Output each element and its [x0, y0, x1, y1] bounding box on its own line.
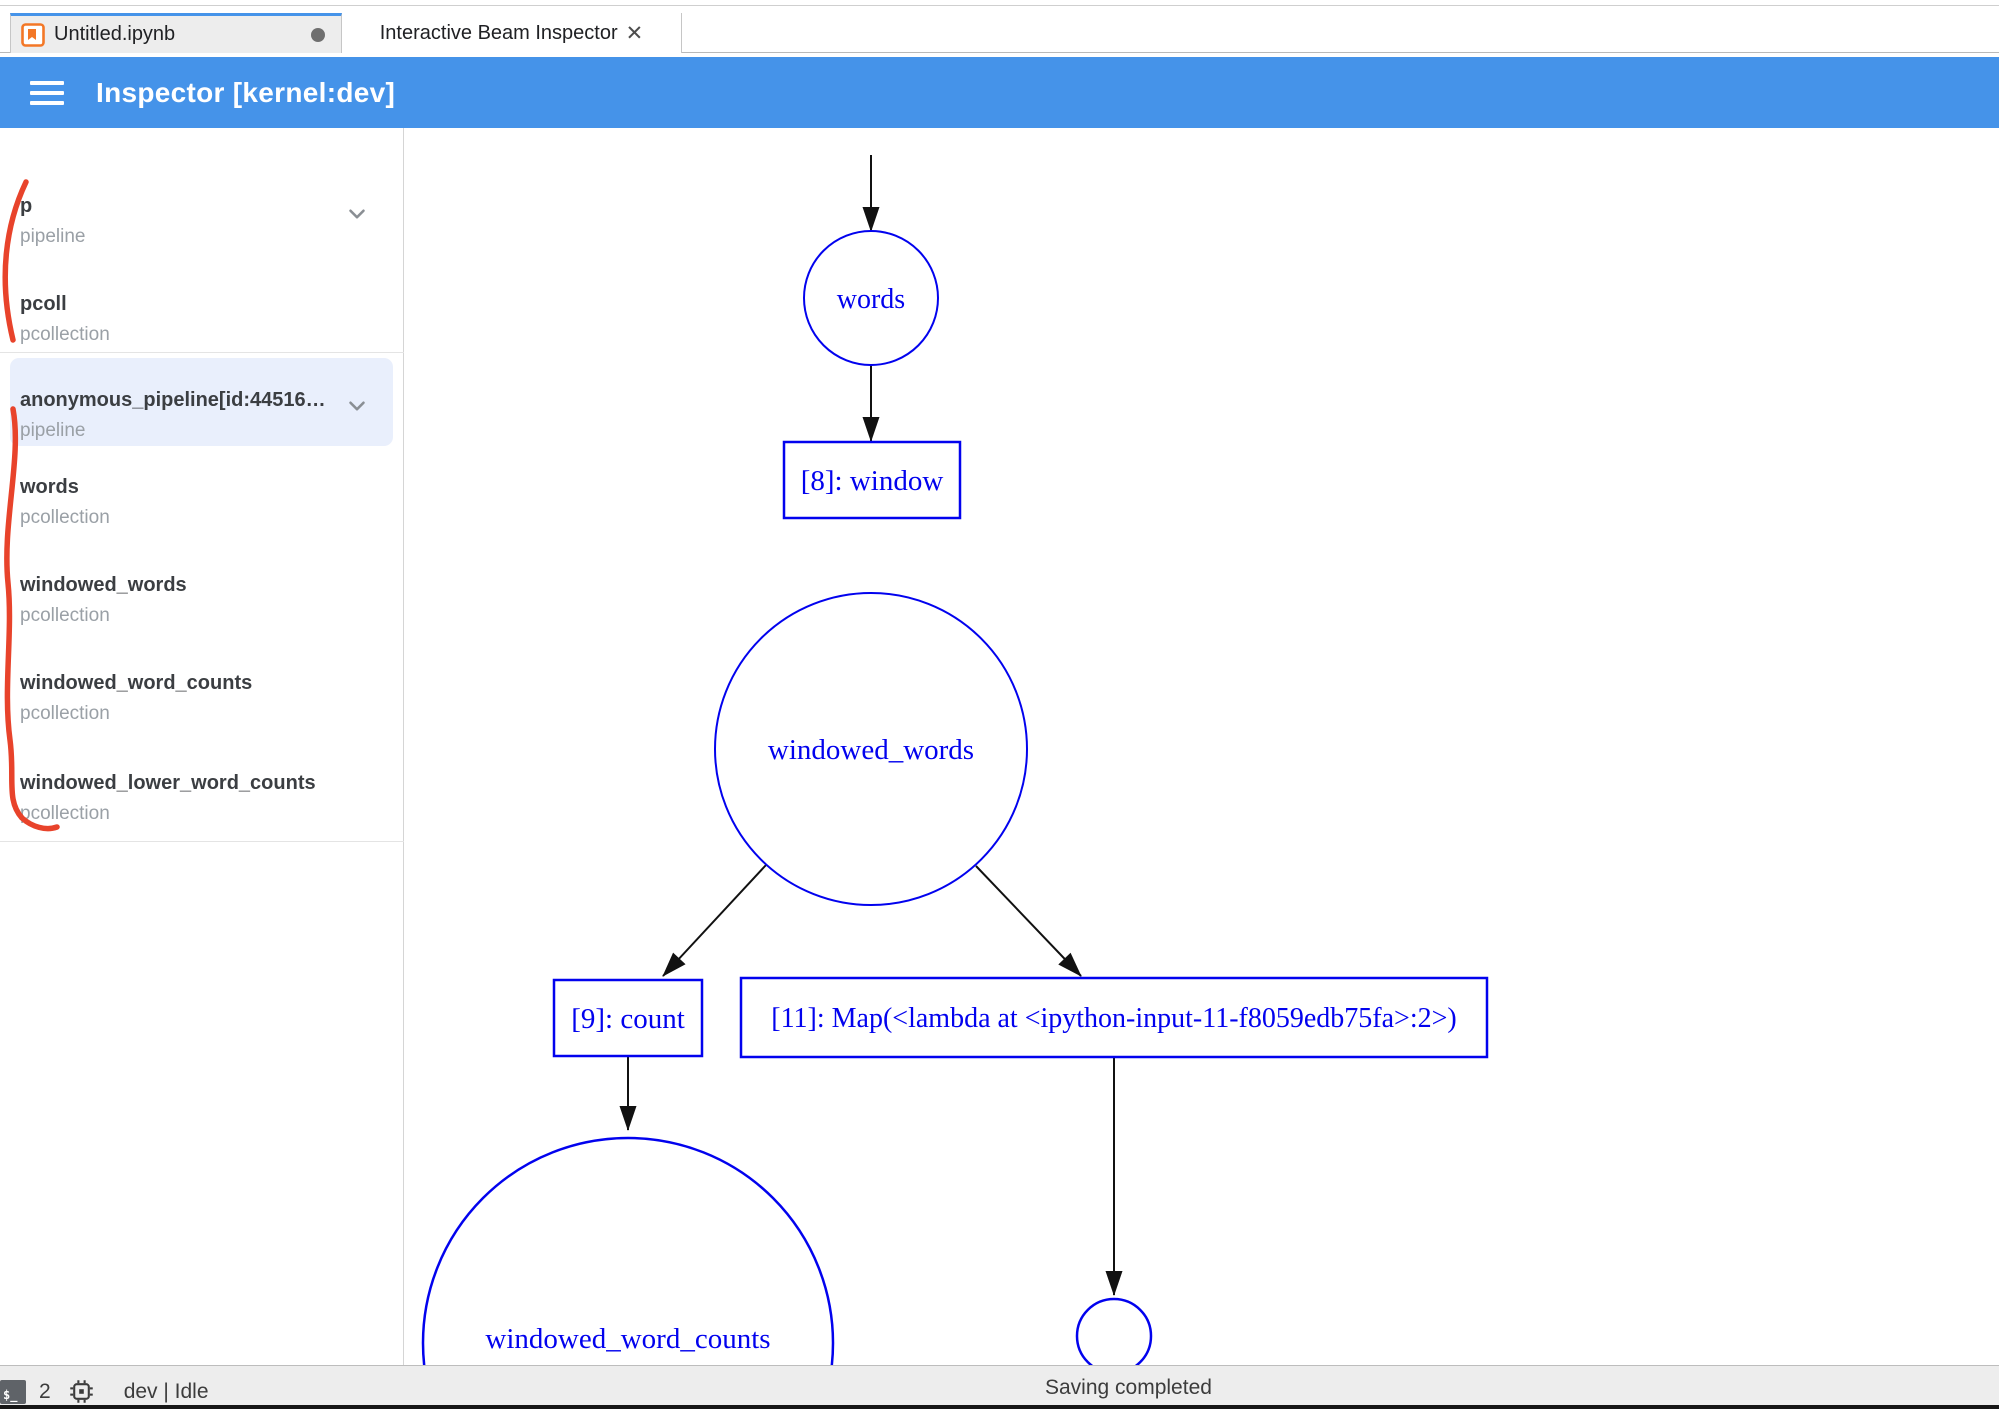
close-icon[interactable]: ✕ [625, 21, 644, 45]
sidebar-item-p[interactable]: p pipeline [20, 194, 86, 249]
sidebar-item-words[interactable]: words pcollection [20, 475, 110, 530]
node-count-rect [552, 978, 704, 1058]
tab-label: Untitled.ipynb [54, 23, 176, 45]
unsaved-changes-dot [311, 28, 325, 42]
node-unnamed-pcollection-circle [1075, 1297, 1153, 1365]
sidebar-divider [0, 352, 404, 353]
sidebar-divider [0, 841, 404, 842]
node-windowed-word-counts-circle [421, 1136, 835, 1365]
node-map-rect [739, 976, 1489, 1059]
selected-row-highlight [10, 358, 393, 446]
window-bottom-edge [0, 1405, 1999, 1409]
pipeline-graph: words [8]: window windowed_words [9]: co… [405, 128, 1999, 1365]
tab-beam-inspector[interactable]: Interactive Beam Inspector ✕ [342, 13, 682, 53]
chevron-down-icon[interactable] [344, 201, 370, 227]
node-windowed-words-label: windowed_words [768, 734, 974, 766]
node-windowed-word-counts-label: windowed_word_counts [485, 1323, 770, 1355]
pcollection-name: windowed_lower_word_counts [20, 772, 316, 794]
sidebar-item-windowed-words[interactable]: windowed_words pcollection [20, 573, 187, 628]
tab-bar: Untitled.ipynb Interactive Beam Inspecto… [0, 0, 1999, 53]
pipeline-sidebar: p pipeline pcoll pcollection anonymous_p… [0, 128, 404, 1365]
edge-windowedwords-to-count [662, 864, 767, 977]
inspector-header: Inspector [kernel:dev] [0, 57, 1999, 128]
terminal-icon[interactable]: $_ [0, 1379, 26, 1404]
tab-bar-bottom-border [0, 52, 1999, 53]
status-message: Saving completed [1045, 1376, 1212, 1399]
node-words-circle [803, 230, 939, 366]
terminal-count[interactable]: 2 [39, 1379, 51, 1403]
chevron-down-icon[interactable] [344, 393, 370, 419]
sidebar-item-pcoll[interactable]: pcoll pcollection [20, 292, 110, 347]
pcollection-type: pcollection [20, 605, 110, 626]
node-window-rect [782, 440, 962, 520]
menu-icon[interactable] [30, 80, 64, 105]
sidebar-item-anonymous-pipeline[interactable]: anonymous_pipeline[id:44516… pipeline [20, 388, 326, 443]
pcollection-type: pcollection [20, 507, 110, 528]
pcollection-type: pcollection [20, 703, 110, 724]
node-map-label: [11]: Map(<lambda at <ipython-input-11-f… [771, 1003, 1456, 1034]
notebook-icon [21, 22, 45, 47]
pipeline-name: p [20, 195, 33, 217]
pcollection-type: pcollection [20, 324, 110, 345]
pipeline-type: pipeline [20, 226, 86, 247]
node-window-label: [8]: window [801, 465, 944, 497]
edge-windowedwords-to-map [975, 865, 1082, 977]
kernel-status[interactable]: dev | Idle [123, 1379, 209, 1403]
node-windowed-words-circle [714, 592, 1028, 906]
pcollection-name: pcoll [20, 293, 67, 315]
sidebar-item-windowed-word-counts[interactable]: windowed_word_counts pcollection [20, 671, 252, 726]
top-divider [0, 5, 1999, 6]
node-count-label: [9]: count [571, 1003, 685, 1035]
page-title: Inspector [kernel:dev] [96, 76, 396, 108]
pcollection-name: words [20, 476, 79, 498]
pcollection-name: windowed_words [20, 574, 187, 596]
status-left-group: $_ 2 dev | Idle [0, 1379, 209, 1404]
pipeline-type: pipeline [20, 420, 86, 441]
status-bar: $_ 2 dev | Idle Saving completed [0, 1365, 1999, 1409]
pcollection-type: pcollection [20, 803, 110, 824]
tab-untitled-notebook[interactable]: Untitled.ipynb [10, 13, 342, 53]
pcollection-name: windowed_word_counts [20, 672, 253, 694]
node-words-label: words [837, 284, 905, 315]
tab-label: Interactive Beam Inspector [379, 21, 618, 44]
pipeline-name: anonymous_pipeline[id:44516… [20, 389, 326, 411]
sidebar-item-windowed-lower-word-counts[interactable]: windowed_lower_word_counts pcollection [20, 771, 316, 826]
kernel-chip-icon [69, 1379, 94, 1404]
